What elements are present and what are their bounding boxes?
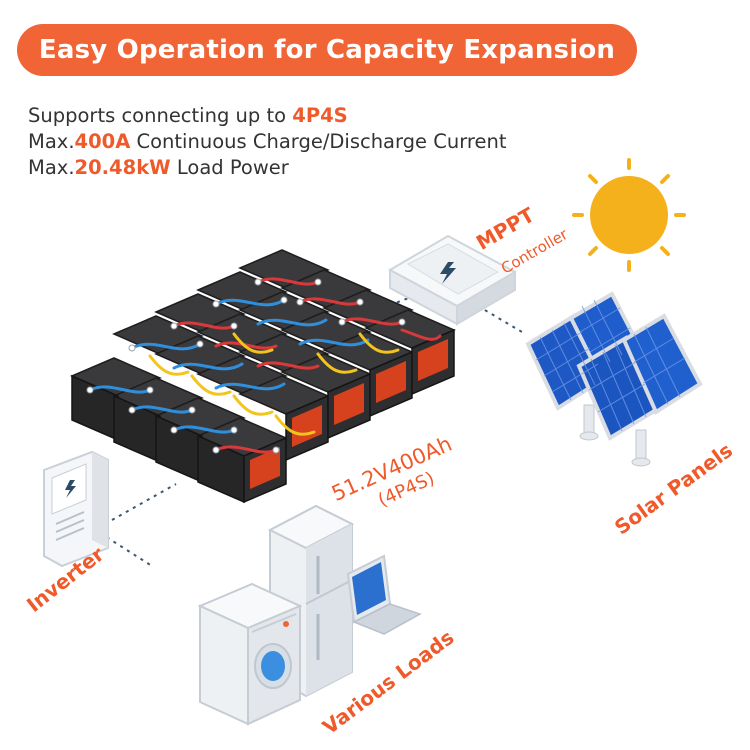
solar-panels — [525, 291, 703, 467]
inverter-unit — [43, 450, 109, 568]
battery-bank — [70, 249, 456, 504]
sun-icon — [572, 158, 686, 272]
banner-title: Easy Operation for Capacity Expansion — [38, 35, 616, 65]
washing-machine — [197, 582, 303, 726]
mppt-controller — [387, 234, 518, 326]
lightning-icon — [440, 262, 456, 284]
spec-line-3: Max.20.48kW Load Power — [28, 156, 289, 179]
spec-line-1: Supports connecting up to 4P4S — [28, 104, 348, 127]
spec-line-2: Max.400A Continuous Charge/Discharge Cur… — [28, 130, 507, 153]
title-banner: Easy Operation for Capacity Expansion — [17, 24, 637, 76]
laptop — [346, 554, 422, 635]
